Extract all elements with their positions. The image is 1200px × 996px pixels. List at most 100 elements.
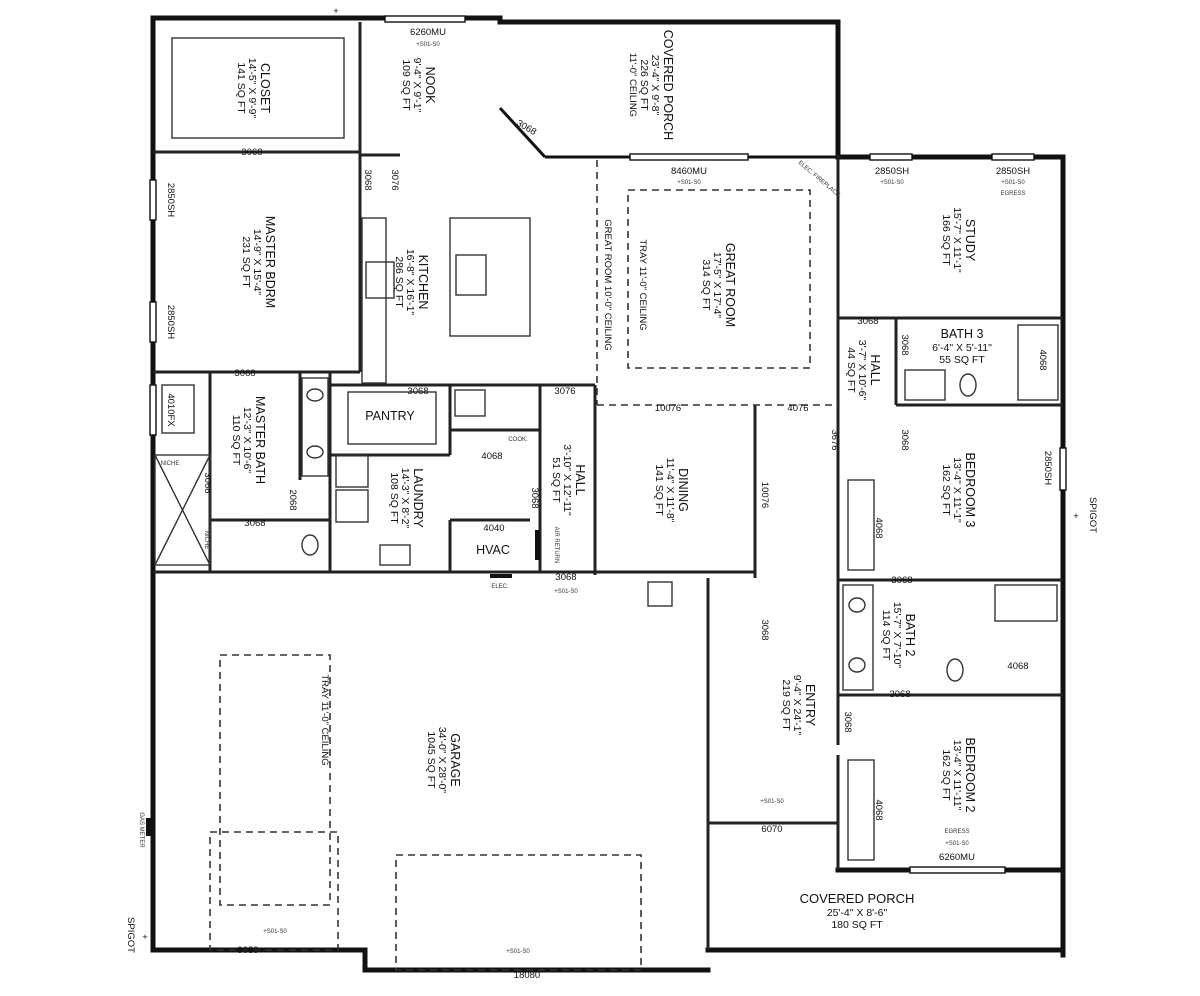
label-covered-porch-top: COVERED PORCH 23'-4" X 9'-8" 226 SQ FT 1… bbox=[627, 30, 675, 140]
bedroom2-size: 13'-4" X 11'-11" bbox=[951, 740, 963, 811]
entry-area: 219 SQ FT bbox=[780, 679, 792, 731]
hall-center-area: 51 SQ FT bbox=[550, 457, 562, 503]
hall-right-name: HALL bbox=[868, 354, 882, 385]
kitchen-area: 286 SQ FT bbox=[393, 256, 405, 308]
label-master-bdrm: MASTER BDRM 14'-9" X 15'-4" 231 SQ FT bbox=[240, 216, 277, 308]
spigot-right: SPIGOT bbox=[1087, 497, 1098, 533]
dining-size: 11'-4" X 11'-8" bbox=[664, 458, 676, 523]
label-bath2: BATH 2 15'-7" X 7'-10" 114 SQ FT bbox=[880, 602, 917, 669]
label-entry: ENTRY 9'-4" X 24'-1" 219 SQ FT bbox=[780, 675, 817, 736]
master-bath-area: 110 SQ FT bbox=[230, 415, 242, 466]
window-br2: 6260MU bbox=[939, 852, 975, 863]
door-hvac: 4040 bbox=[483, 523, 504, 534]
door-garage: 3068 bbox=[555, 572, 576, 583]
door-hall-right: 3068 bbox=[857, 316, 878, 327]
label-nook: NOOK 9'-4" X 9'-1" 109 SQ FT bbox=[400, 58, 437, 113]
door-mb-closet: 2068 bbox=[287, 489, 298, 510]
tiny-header-nook: +S01-S0 bbox=[416, 42, 440, 48]
interior-walls bbox=[153, 22, 1063, 950]
elec-label: ELEC. bbox=[491, 584, 509, 590]
kitchen-size: 16'-8" X 16'-1" bbox=[404, 249, 416, 316]
window-mbath: 4010FX bbox=[165, 393, 176, 427]
door-bath2-top: 3068 bbox=[891, 575, 912, 586]
label-great-room: GREAT ROOM 17'-5" X 17'-4" 314 SQ FT bbox=[700, 243, 737, 327]
door-hall-c: 3068 bbox=[529, 487, 540, 508]
closet-name: CLOSET bbox=[258, 63, 272, 113]
plus-marker-right: + bbox=[1073, 511, 1079, 522]
dashed-openings bbox=[209, 160, 838, 971]
door-mb-wc: 3068 bbox=[244, 518, 265, 529]
tiny-egress-br2: EGRESS bbox=[944, 829, 969, 835]
fixtures bbox=[154, 37, 1059, 861]
label-covered-porch-bottom: COVERED PORCH 25'-4" X 8'-6" 180 SQ FT bbox=[800, 891, 915, 931]
great-room-area: 314 SQ FT bbox=[700, 259, 712, 311]
great-room-tray: TRAY 11'-0" CEILING bbox=[637, 239, 648, 330]
window-nook: 6260MU bbox=[410, 27, 446, 38]
window-study2: 2850SH bbox=[996, 166, 1030, 177]
label-bath3: BATH 3 6'-4" X 5'-11" 55 SQ FT bbox=[932, 327, 992, 366]
dining-name: DINING bbox=[676, 468, 690, 512]
dining-area: 141 SQ FT bbox=[653, 464, 665, 516]
room-labels: CLOSET 14'-5" X 9'-9" 141 SQ FT NOOK 9'-… bbox=[230, 30, 992, 931]
label-laundry: LAUNDRY 14'-3" X 8'-2" 108 SQ FT bbox=[388, 468, 425, 529]
door-labels: 3068 3068 3076 3068 3068 3068 3076 10076… bbox=[202, 118, 1048, 981]
entry-name: ENTRY bbox=[803, 684, 817, 727]
tiny-egress-study: EGRESS bbox=[1000, 191, 1025, 197]
porch-bottom-name: COVERED PORCH bbox=[800, 891, 915, 906]
bath2-size: 15'-7" X 7'-10" bbox=[891, 602, 903, 669]
label-study: STUDY 15'-7" X 11'-1" 166 SQ FT bbox=[940, 207, 977, 273]
closet-area: 141 SQ FT bbox=[235, 62, 247, 114]
garage-note: TRAY 11'-0" CEILING bbox=[319, 674, 330, 765]
window-master1: 2850SH bbox=[165, 183, 176, 217]
label-hall-center: HALL 3'-10" X 12'-11" 51 SQ FT bbox=[550, 444, 587, 516]
door-laundry: 4068 bbox=[481, 451, 502, 462]
plus-marker-left: + bbox=[142, 932, 148, 943]
bedroom2-area: 162 SQ FT bbox=[940, 749, 952, 801]
tiny-header-br2: +S01-S0 bbox=[945, 841, 969, 847]
laundry-area: 108 SQ FT bbox=[388, 472, 400, 524]
cook-label: COOK. bbox=[508, 437, 528, 443]
door-nook: 3068 bbox=[362, 169, 373, 190]
door-br2: 4068 bbox=[873, 799, 884, 820]
spigot-left: SPIGOT bbox=[125, 917, 136, 953]
elec-block bbox=[490, 574, 512, 578]
kitchen-name: KITCHEN bbox=[416, 255, 430, 310]
tiny-header-great: +S01-S0 bbox=[677, 180, 701, 186]
door-great1: 10076 bbox=[655, 403, 681, 414]
nook-name: NOOK bbox=[423, 67, 437, 104]
closet-size: 14'-5" X 9'-9" bbox=[246, 58, 258, 119]
label-closet: CLOSET 14'-5" X 9'-9" 141 SQ FT bbox=[235, 58, 272, 119]
porch-bottom-size: 25'-4" X 8'-6" bbox=[827, 907, 888, 919]
door-garage-left: 9080 bbox=[237, 945, 258, 956]
air-return: AIR RETURN bbox=[553, 527, 559, 564]
hall-right-area: 44 SQ FT bbox=[845, 347, 857, 393]
porch-top-area: 226 SQ FT bbox=[638, 59, 650, 111]
door-bath3-closet: 4068 bbox=[1037, 349, 1048, 370]
label-hall-right: HALL 3'-7" X 10'-6" 44 SQ FT bbox=[845, 340, 882, 401]
gas-meter-block bbox=[146, 818, 151, 836]
great-room-note: GREAT ROOM 10'-0" CEILING bbox=[602, 219, 613, 351]
door-br3-hall: 3068 bbox=[899, 429, 910, 450]
label-dining: DINING 11'-4" X 11'-8" 141 SQ FT bbox=[653, 458, 690, 523]
garage-area: 1045 SQ FT bbox=[425, 731, 437, 789]
bath3-name: BATH 3 bbox=[941, 327, 984, 341]
door-nook2: 3076 bbox=[389, 169, 400, 190]
bedroom3-size: 13'-4" X 11'-1" bbox=[951, 457, 963, 523]
door-bath2-closet: 4068 bbox=[1007, 661, 1028, 672]
hall-right-size: 3'-7" X 10'-6" bbox=[856, 340, 868, 401]
window-great: 8460MU bbox=[671, 166, 707, 177]
tiny-header-garage-left: +S01-S0 bbox=[263, 929, 287, 935]
porch-top-note: 11'-0" CEILING bbox=[627, 53, 638, 117]
porch-top-name: COVERED PORCH bbox=[661, 30, 675, 140]
door-entry-side: 3068 bbox=[842, 711, 853, 732]
porch-bottom-area: 180 SQ FT bbox=[831, 919, 883, 931]
door-hall-top: 3076 bbox=[554, 386, 575, 397]
laundry-size: 14'-3" X 8'-2" bbox=[399, 468, 411, 529]
door-garage-right: 18080 bbox=[514, 970, 540, 981]
windows bbox=[149, 15, 1067, 874]
master-bdrm-name: MASTER BDRM bbox=[263, 216, 277, 308]
door-great2: 4076 bbox=[787, 403, 808, 414]
great-room-name: GREAT ROOM bbox=[723, 243, 737, 327]
nook-size: 9'-4" X 9'-1" bbox=[411, 58, 423, 113]
